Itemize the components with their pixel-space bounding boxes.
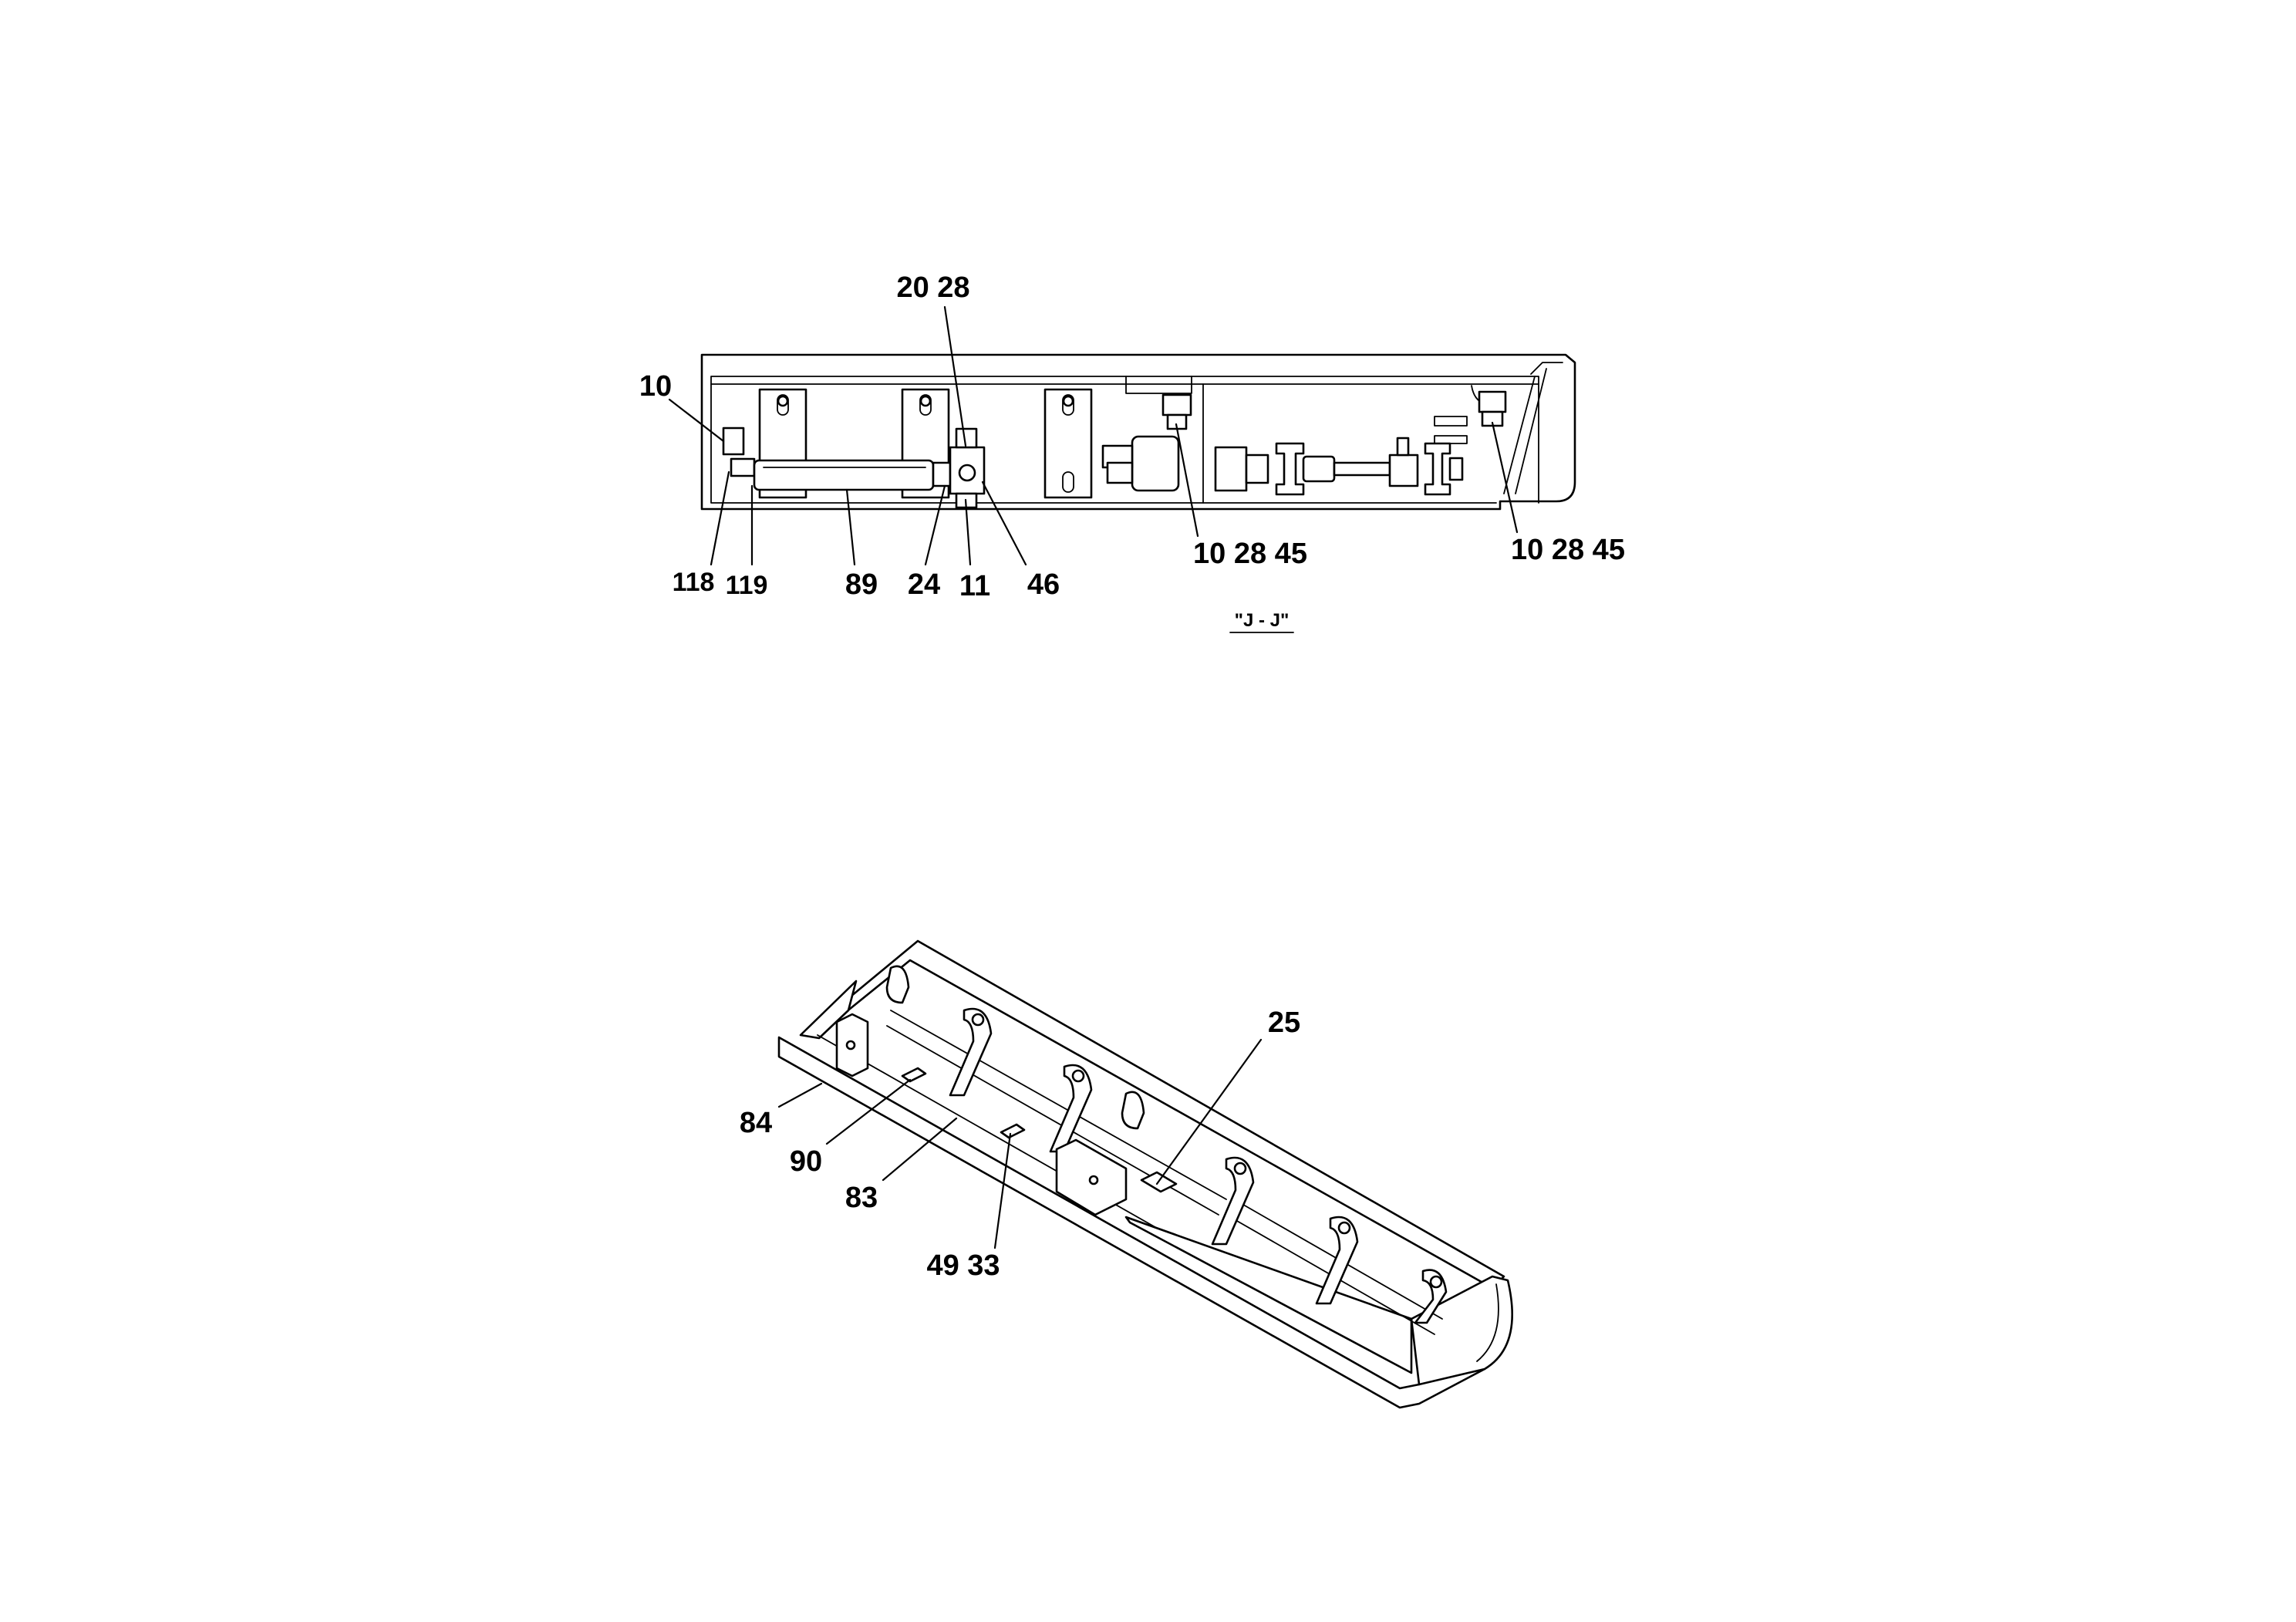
latch-arm-lower [1106, 461, 1134, 484]
callout-11: 11 [959, 570, 990, 602]
hook-1 [885, 965, 910, 1004]
end-block-left [722, 427, 745, 456]
shaft-block [1388, 454, 1419, 487]
callout-20-28: 20 28 [896, 271, 969, 304]
callout-25: 25 [1268, 1007, 1300, 1039]
bracket-3-bolt [1062, 395, 1074, 407]
top-view-callouts: 20 28 10 118 119 89 24 11 46 10 28 45 10… [639, 271, 1625, 633]
iso-view-leaders [777, 1038, 1263, 1249]
shaft-rod [1333, 461, 1391, 477]
bracket-1-bolt [777, 395, 789, 407]
hinge-mount-right [1478, 390, 1507, 413]
callout-90: 90 [790, 1145, 822, 1178]
fastener-49-33 [1000, 1123, 1026, 1139]
mount-pivot [958, 464, 976, 482]
callout-24: 24 [908, 568, 940, 601]
section-label: "J - J" [1235, 610, 1290, 631]
housing-inner-frame [710, 376, 1539, 504]
tray-left-end [799, 980, 858, 1040]
callout-83: 83 [845, 1182, 878, 1214]
callout-89: 89 [845, 568, 878, 601]
bracket-2-bolt [919, 395, 932, 407]
top-tab-right [1434, 416, 1468, 427]
block-latch-hole [1088, 1175, 1099, 1185]
clamp-3 [1049, 1064, 1093, 1153]
mount-nut-top [955, 427, 978, 449]
tray-end-wall-rim [1476, 1283, 1499, 1362]
callout-118: 118 [673, 568, 715, 597]
fastener-90 [901, 1067, 927, 1083]
axle-tube-1 [890, 1010, 1227, 1200]
shaft-collar [1302, 455, 1336, 483]
housing-end-cap [1503, 362, 1563, 494]
callout-84: 84 [740, 1107, 772, 1139]
cylinder-rod-end [730, 457, 756, 477]
shaft-flange-1 [1214, 446, 1248, 492]
deflector-plate [1124, 1216, 1413, 1374]
callout-10: 10 [639, 370, 672, 403]
isometric-view [777, 939, 1513, 1409]
bracket-3-slot [1062, 394, 1074, 416]
clamp-2-bolt [971, 1013, 985, 1027]
hook-4 [1121, 1091, 1145, 1130]
hinge-mount-left [1161, 393, 1192, 416]
clamp-6 [1315, 1216, 1359, 1305]
shaft-spool-1 [1275, 442, 1305, 496]
callout-10-28-45-right: 10 28 45 [1511, 534, 1625, 566]
tray-end-wall [1410, 1275, 1513, 1386]
callout-10-28-45-left: 10 28 45 [1193, 538, 1307, 570]
clamp-3-bolt [1071, 1069, 1085, 1083]
callout-119: 119 [726, 571, 768, 600]
callout-46: 46 [1027, 568, 1060, 601]
top-tab-left [1125, 376, 1192, 394]
bracket-3-lower-slot [1062, 471, 1074, 493]
clamp-5 [1211, 1156, 1255, 1246]
clamp-5-bolt [1233, 1162, 1247, 1175]
bracket-2-slot [919, 394, 932, 416]
callout-49-33: 49 33 [926, 1249, 1000, 1282]
top-view-leaders [668, 305, 1519, 566]
shaft-end-cap [1448, 457, 1464, 481]
block-left-hole [845, 1040, 856, 1050]
section-view-j-j [700, 353, 1576, 511]
iso-view-callouts: 25 84 90 83 49 33 [740, 1007, 1300, 1282]
cylinder-body [753, 459, 935, 491]
bracket-3 [1043, 388, 1093, 499]
cylinder-end-fitting [932, 461, 952, 487]
shaft-stub [1396, 437, 1410, 457]
shaft-coupler-1 [1245, 454, 1269, 484]
clamp-6-bolt [1337, 1221, 1351, 1235]
clamp-2 [949, 1007, 993, 1097]
latch-block [1131, 435, 1180, 492]
clamp-7-bolt [1429, 1275, 1443, 1289]
shaft-spool-2 [1424, 442, 1451, 496]
bracket-1-slot [777, 394, 789, 416]
